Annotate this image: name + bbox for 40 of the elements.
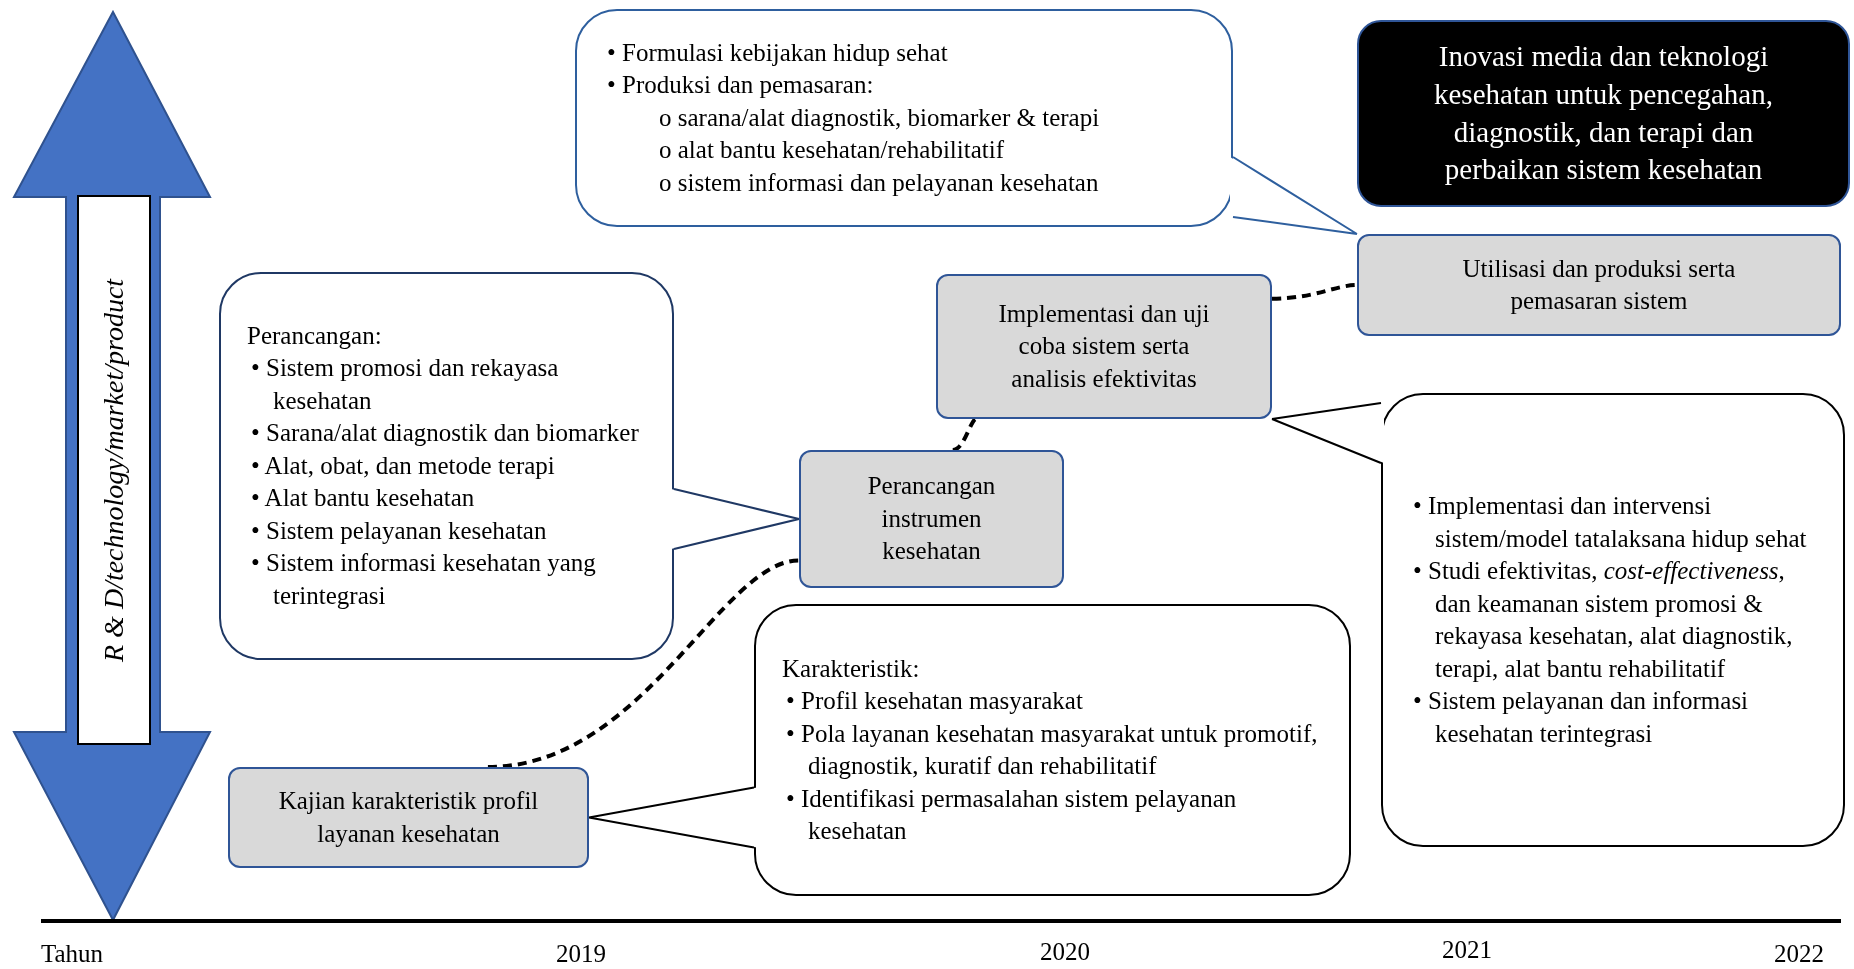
- callout-tail: [588, 786, 755, 849]
- callout-bubble: [754, 604, 1351, 896]
- list-item: • Alat, obat, dan metode terapi: [250, 450, 556, 481]
- list-heading: Perancangan:: [247, 320, 383, 351]
- callout-bubble: [219, 272, 674, 660]
- year-label: 2022: [1774, 940, 1824, 968]
- callout-tail: [673, 488, 800, 550]
- year-label: 2020: [1040, 938, 1090, 966]
- list-item: • Sistem pelayanan dan informasi kesehatan terintegrasi: [1412, 686, 1750, 749]
- list-item: • Pola layanan kesehatan masyarakat untuk promotif, diagnostik, kuratif dan rehabilitatif: [785, 718, 1319, 781]
- list-item: • Sarana/alat diagnostik dan biomarker: [250, 418, 640, 449]
- axis-label-box: R & D/technology/market/product: [77, 195, 151, 745]
- callout-tail: [1232, 156, 1358, 235]
- callout-tail: [1271, 402, 1382, 464]
- axis-title: Tahun: [41, 940, 104, 968]
- dashed-connector: [1271, 283, 1358, 301]
- list-item: o alat bantu kesehatan/rehabilitatif: [658, 135, 1005, 166]
- list-item: o sistem informasi dan pelayanan kesehatan: [658, 167, 1100, 198]
- callout-bubble: [575, 9, 1233, 227]
- dashed-connector: [487, 558, 800, 769]
- stage-box: Implementasi dan uji coba sistem serta analisis efektivitas: [936, 274, 1272, 419]
- list-item: • Identifikasi permasalahan sistem pelayanan kesehatan: [785, 783, 1238, 846]
- list-heading: Karakteristik:: [782, 653, 921, 684]
- list-item: • Sistem promosi dan rekayasa kesehatan: [250, 353, 560, 416]
- year-label: 2021: [1442, 936, 1492, 964]
- list-item: • Sistem informasi kesehatan yang terintegrasi: [250, 548, 597, 611]
- list-item: • Produksi dan pemasaran:: [606, 70, 875, 101]
- list-item: • Studi efektivitas, cost-effectiveness, dan keamanan sistem promosi & rekayasa kesehatan, alat diagnostik, terapi, alat bantu rehabilitatif: [1412, 556, 1794, 684]
- list-item: • Profil kesehatan masyarakat: [785, 686, 1084, 716]
- list-item: • Alat bantu kesehatan: [250, 483, 476, 514]
- list-item: • Formulasi kebijakan hidup sehat: [606, 37, 949, 68]
- year-label: 2019: [556, 940, 606, 968]
- stage-box: Kajian karakteristik profil layanan kesehatan: [228, 767, 589, 868]
- goal-box: Inovasi media dan teknologi kesehatan untuk pencegahan, diagnostik, dan terapi dan perbaikan sistem kesehatan: [1357, 20, 1850, 207]
- dashed-connector: [952, 417, 978, 452]
- list-item: o sarana/alat diagnostik, biomarker & terapi: [658, 102, 1101, 133]
- stage-box: Perancangan instrumen kesehatan: [799, 450, 1064, 588]
- stage-box: Utilisasi dan produksi serta pemasaran sistem: [1357, 234, 1841, 336]
- callout-bubble: [1381, 393, 1845, 847]
- list-item: • Sistem pelayanan kesehatan: [250, 515, 548, 546]
